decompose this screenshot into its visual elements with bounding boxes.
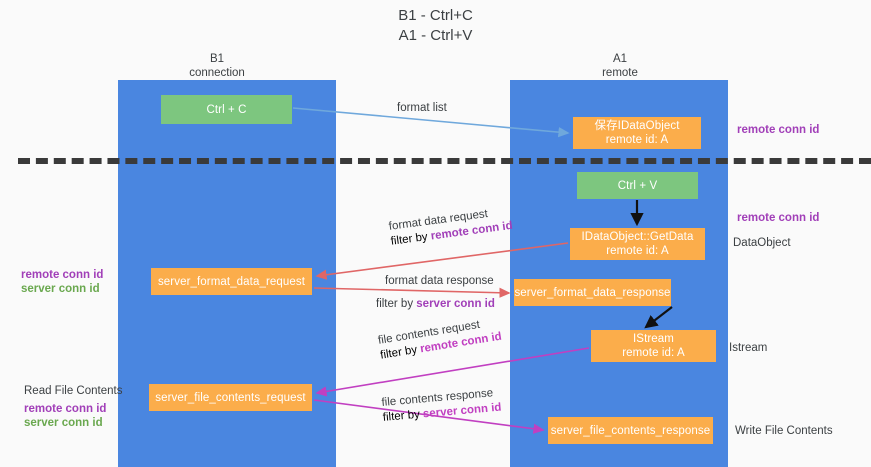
label-group-file-contents-request: file contents request filter by remote c… — [377, 315, 503, 364]
diagram-title: B1 - Ctrl+C A1 - Ctrl+V — [398, 7, 473, 44]
node-idataobject-getdata[interactable]: IDataObject::GetData remote id: A — [570, 228, 705, 260]
annotation-right-remote-conn-id-mid: remote conn id — [737, 212, 820, 224]
filter-by-text-1: filter by — [390, 231, 429, 248]
node-server-file-contents-response[interactable]: server_file_contents_response — [548, 417, 713, 444]
node-ctrl-v[interactable]: Ctrl + V — [577, 172, 698, 199]
annotation-left-remote-conn-id: remote conn id — [24, 403, 107, 415]
annotation-right-remote-conn-id-top: remote conn id — [737, 124, 820, 136]
annotation-left-mid-remote-conn-id: remote conn id — [21, 269, 104, 281]
lane-header-b1: B1 connection — [189, 53, 245, 79]
label-group-file-contents-response: file contents response filter by server … — [381, 386, 502, 426]
node-istream[interactable]: IStream remote id: A — [591, 330, 716, 362]
phase-divider — [18, 158, 871, 164]
label-filter-by-server-conn-id-1: filter by server conn id — [376, 297, 495, 312]
node-ctrl-c[interactable]: Ctrl + C — [161, 95, 292, 124]
server-conn-id-text-1: server conn id — [416, 298, 495, 310]
annotation-left-read-file-contents: Read File Contents — [24, 385, 123, 397]
annotation-left-server-conn-id: server conn id — [24, 417, 103, 429]
annotation-right-istream: Istream — [729, 342, 768, 354]
node-server-format-data-response[interactable]: server_format_data_response — [514, 279, 671, 306]
node-save-idataobject[interactable]: 保存IDataObject remote id: A — [573, 117, 701, 149]
label-group-format-data-request: format data request filter by remote con… — [388, 204, 514, 250]
node-server-file-contents-request[interactable]: server_file_contents_request — [149, 384, 312, 411]
node-server-format-data-request[interactable]: server_format_data_request — [151, 268, 312, 295]
annotation-right-write-file-contents: Write File Contents — [735, 425, 833, 437]
annotation-left-mid-server-conn-id: server conn id — [21, 283, 100, 295]
label-format-list: format list — [397, 102, 447, 114]
annotation-right-dataobject: DataObject — [733, 237, 791, 249]
filter-by-text-2: filter by — [376, 298, 414, 310]
lane-header-a1: A1 remote — [602, 53, 638, 79]
filter-by-text-4: filter by — [382, 408, 421, 424]
label-format-data-response: format data response — [385, 275, 494, 287]
